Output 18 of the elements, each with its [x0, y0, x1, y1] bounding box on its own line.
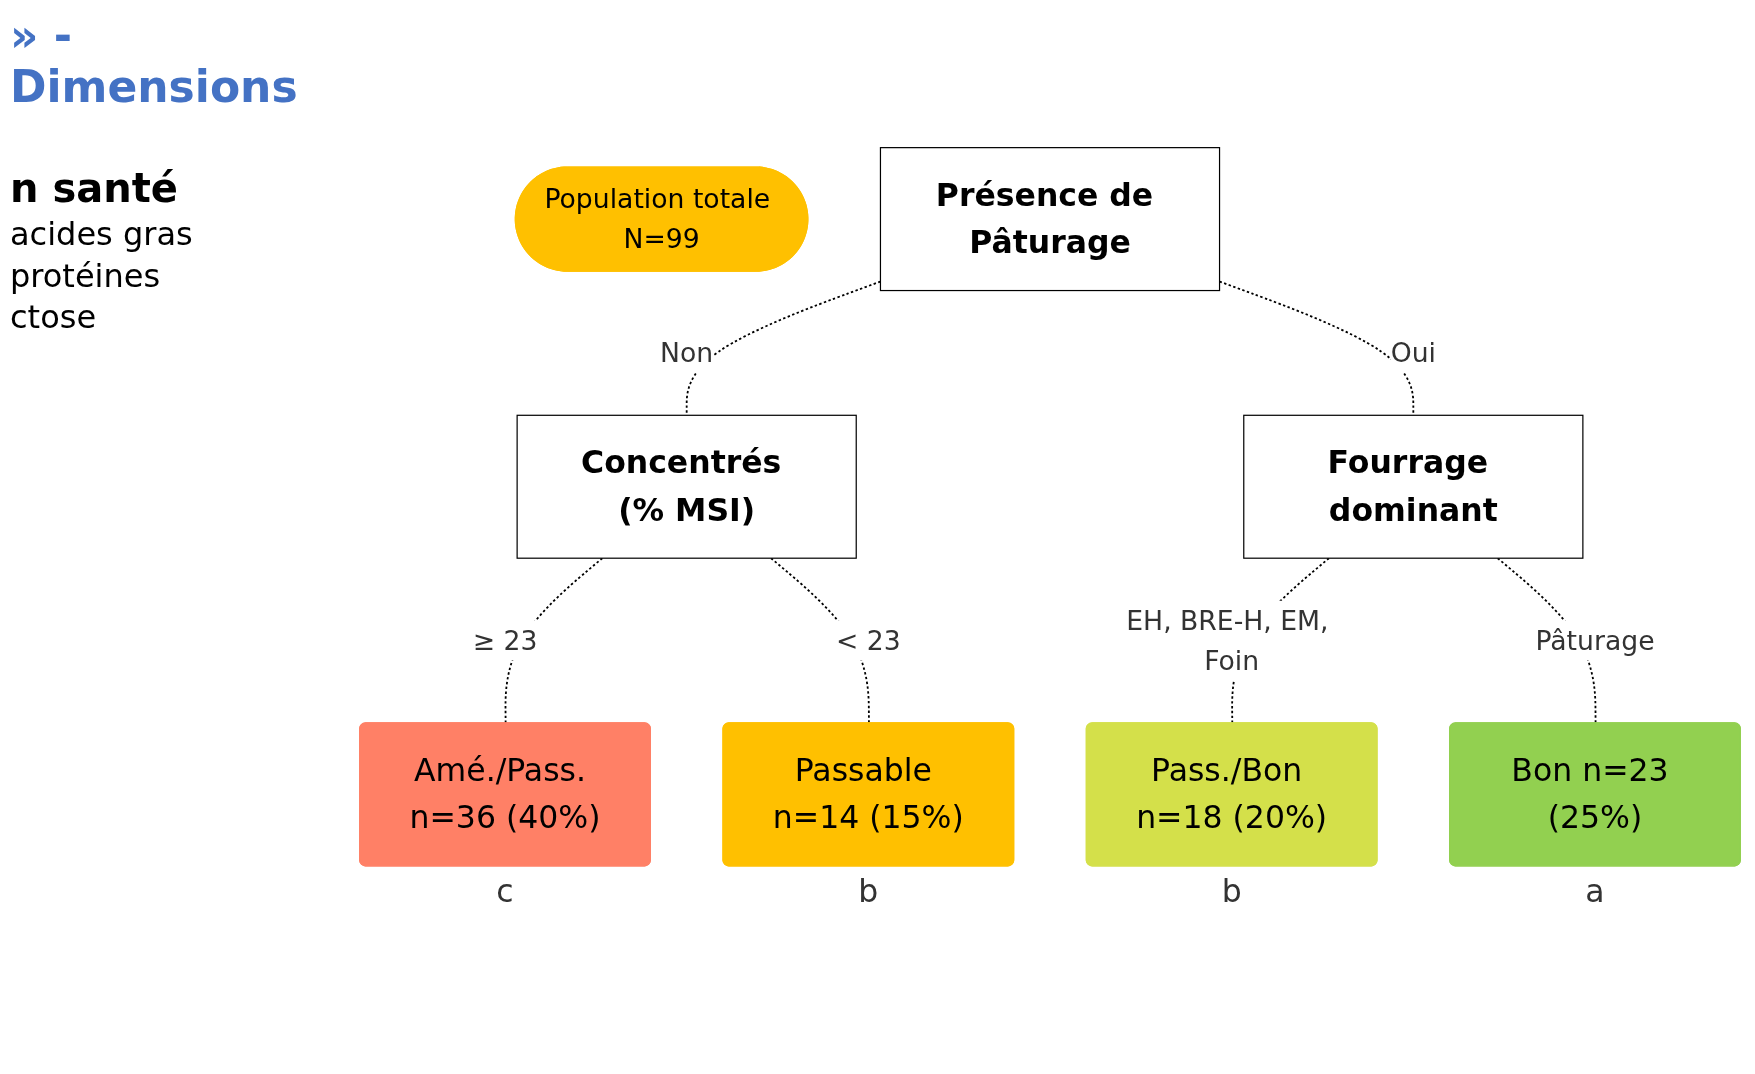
node-box: Fourrage dominant — [1243, 414, 1584, 559]
edge-label: Pâturage — [1535, 625, 1655, 656]
note-text: acides gras — [10, 214, 194, 255]
significance-letter: a — [1585, 873, 1605, 910]
edge-label: ≥ 23 — [472, 625, 538, 656]
node-box: Présence de Pâturage — [879, 147, 1221, 292]
edge-label: Non — [660, 337, 714, 369]
significance-letter: b — [1221, 873, 1242, 910]
note-text: ctose — [10, 297, 98, 339]
significance-letter: c — [496, 873, 514, 910]
note-text: protéines — [10, 255, 162, 297]
note-text: n santé — [10, 164, 179, 213]
title: » - Dimensions — [10, 10, 299, 112]
edge-label: Oui — [1390, 337, 1436, 369]
edge-label: < 23 — [835, 625, 901, 656]
node-box: Concentrés (% MSI) — [516, 414, 857, 559]
edge-label: EH, BRE-H, EM, Foin — [1126, 605, 1329, 676]
significance-letter: b — [858, 873, 879, 910]
